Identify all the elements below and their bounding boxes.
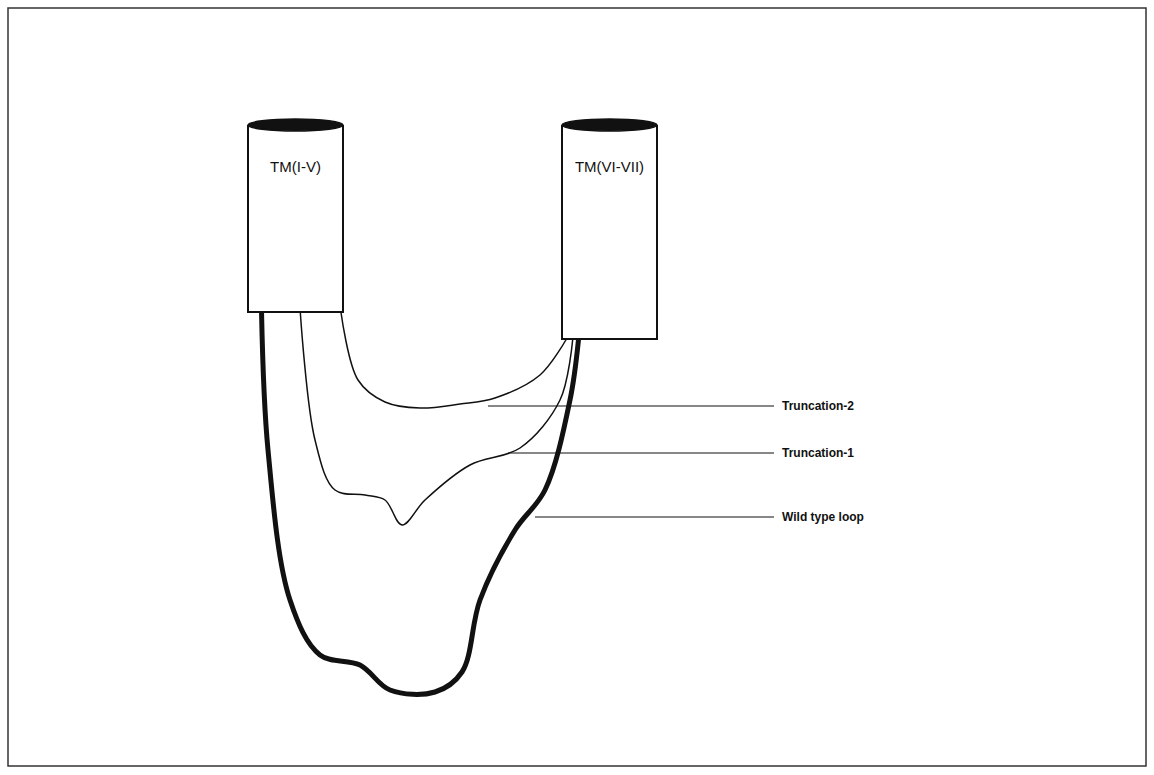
- cylinder-outline: [561, 118, 658, 340]
- frame-border: [8, 8, 1146, 766]
- cylinder-body: [248, 125, 343, 312]
- leader-line: [508, 452, 774, 453]
- loop-label: Truncation-1: [780, 446, 856, 460]
- cylinder-top: [248, 119, 343, 131]
- cylinder-node: TM(VI-VII): [561, 118, 658, 340]
- cylinder-node: TM(I-V): [247, 118, 344, 313]
- leader-line: [535, 516, 774, 517]
- loop-label: Wild type loop: [780, 510, 866, 524]
- loop-connector: [262, 313, 579, 694]
- segment-label: TM(I-V): [247, 118, 344, 175]
- loop-label: Truncation-2: [780, 399, 856, 413]
- cylinder-body: [562, 125, 657, 339]
- loop-connector: [300, 313, 572, 525]
- cylinder-outline: [247, 118, 344, 313]
- loop-connector: [341, 313, 566, 408]
- leader-line: [488, 405, 774, 406]
- segment-label: TM(VI-VII): [561, 118, 658, 175]
- cylinder-top: [562, 119, 657, 131]
